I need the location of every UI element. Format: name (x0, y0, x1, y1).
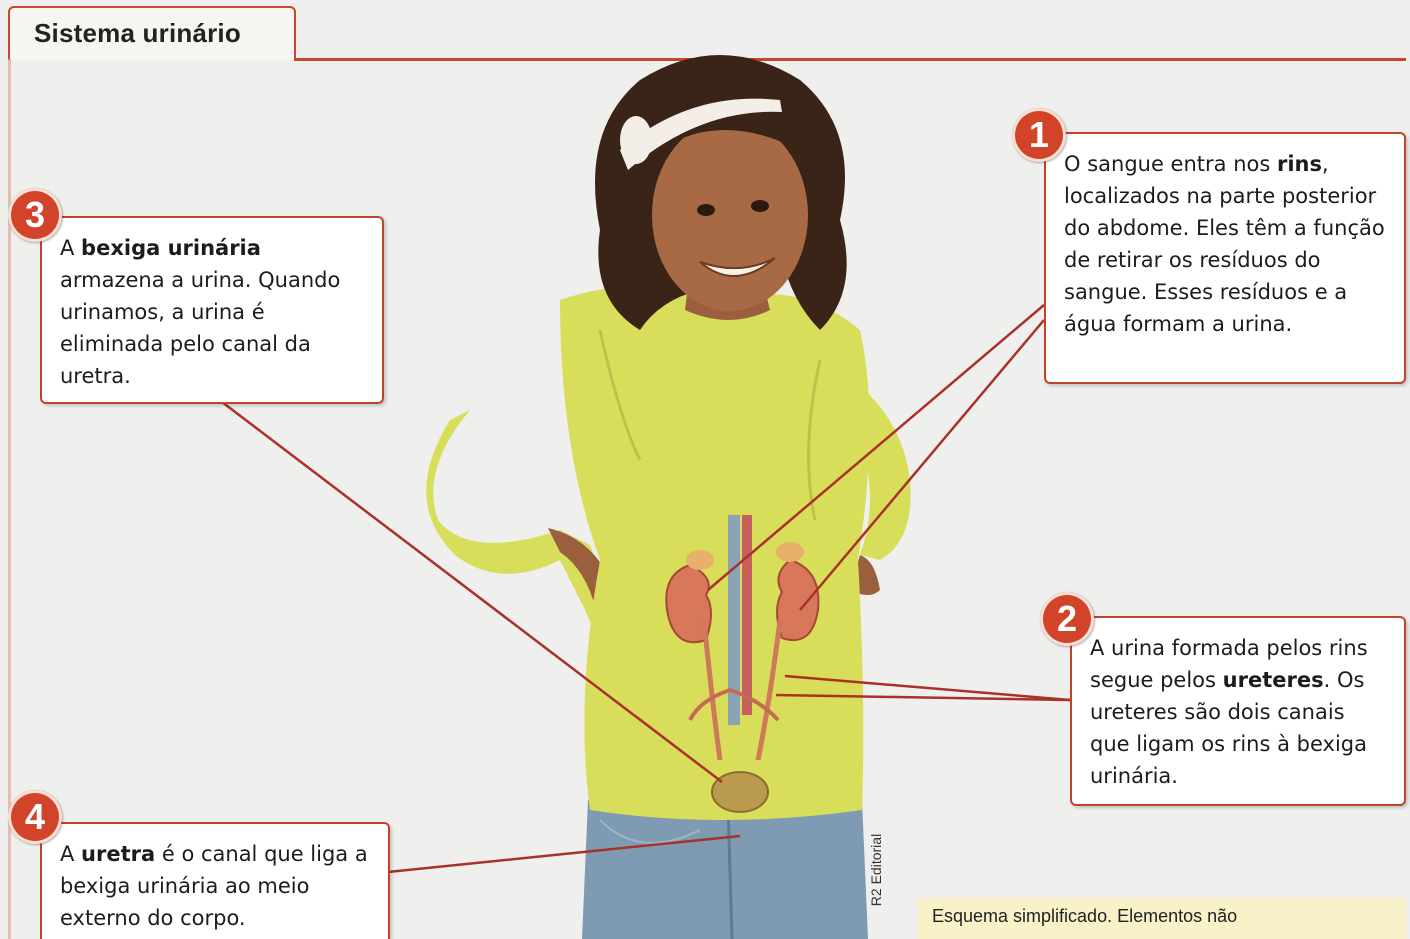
badge-1: 1 (1012, 108, 1066, 162)
jeans (582, 800, 868, 939)
callout-term: rins (1277, 152, 1322, 176)
badge-3: 3 (8, 188, 62, 242)
callout-term: uretra (81, 842, 155, 866)
badge-4: 4 (8, 790, 62, 844)
illustration-credit: R2 Editorial (862, 822, 890, 918)
shirt (560, 285, 870, 820)
badge-2: 2 (1040, 592, 1094, 646)
callout-kidneys: O sangue entra nos rins, localizados na … (1044, 132, 1406, 384)
callout-text: armazena a urina. Quando urinamos, a uri… (60, 268, 340, 388)
bladder-icon (712, 772, 768, 812)
callout-text: A (60, 842, 81, 866)
callout-text: , localizados na parte posterior do abdo… (1064, 152, 1385, 336)
callout-text: A (60, 236, 81, 260)
callout-term: bexiga urinária (81, 236, 261, 260)
callout-text: O sangue entra nos (1064, 152, 1277, 176)
caption-note: Esquema simplificado. Elementos não (918, 898, 1406, 939)
credit-text: R2 Editorial (868, 834, 884, 906)
callout-term: ureteres (1223, 668, 1324, 692)
callout-bladder: A bexiga urinária armazena a urina. Quan… (40, 216, 384, 404)
callout-urethra: A uretra é o canal que liga a bexiga uri… (40, 822, 390, 939)
face (652, 119, 808, 311)
callout-ureters: A urina formada pelos rins segue pelos u… (1070, 616, 1406, 806)
